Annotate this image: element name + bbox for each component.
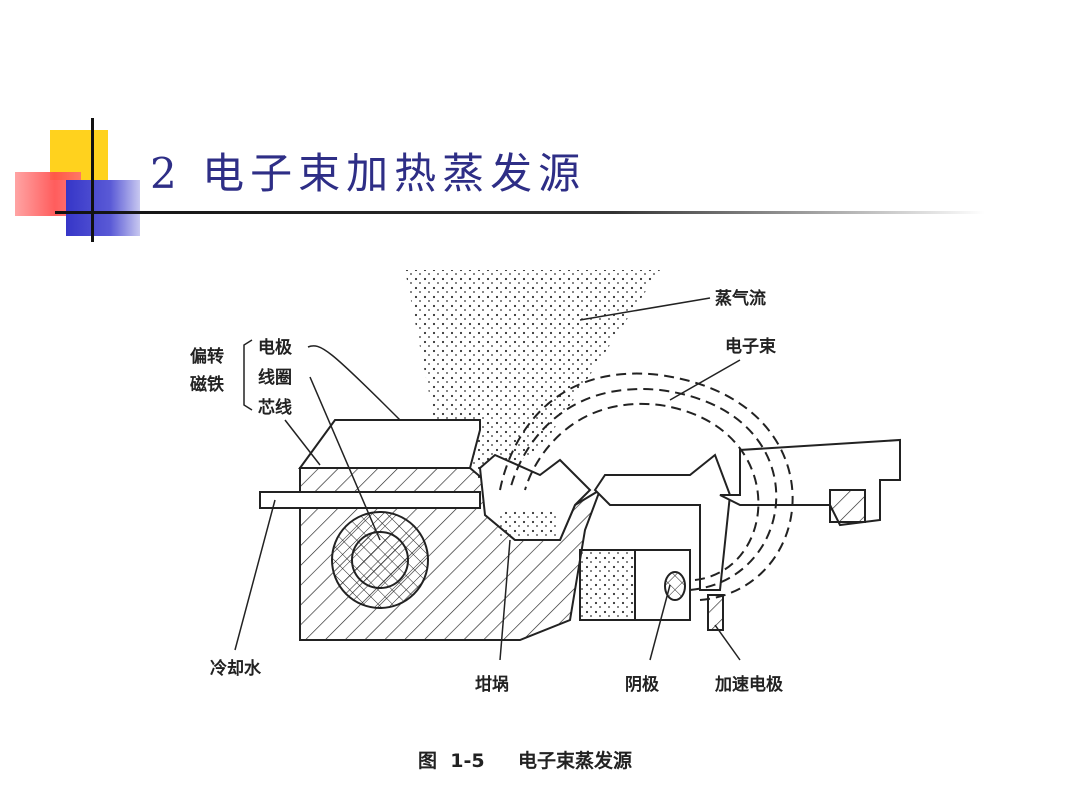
label-electron-beam: 电子束 (725, 336, 776, 357)
label-cathode: 阴极 (625, 675, 659, 695)
electron-beam-path (499, 372, 794, 601)
label-crucible: 坩埚 (475, 674, 509, 695)
label-accelerating-electrode: 加速电极 (714, 674, 783, 695)
figure-caption-text: 电子束蒸发源 (518, 749, 632, 772)
magnet-block (259, 419, 602, 641)
title-underline (55, 211, 985, 214)
leader-lines (234, 297, 741, 661)
figure-caption-number: 图 1-5 (418, 750, 485, 772)
title-decoration-vertical-line (91, 118, 94, 242)
title-decoration-blue (66, 180, 140, 236)
electron-beam-evaporation-source-diagram: 蒸气流 电子束 偏转 磁铁 电极 线圈 芯线 冷却水 坩埚 阴极 加速电极 图 … (190, 270, 901, 772)
label-electrode: 电极 (258, 337, 292, 358)
label-deflection-magnet-line1: 偏转 (190, 346, 224, 367)
label-coil: 线圈 (258, 367, 292, 388)
title-decoration-yellow (50, 130, 108, 180)
label-vapor-flow: 蒸气流 (715, 288, 766, 309)
label-cooling-water: 冷却水 (210, 658, 262, 679)
label-core-wire: 芯线 (258, 397, 292, 418)
slide-title: 2 电子束加热蒸发源 (150, 149, 587, 198)
cathode-assembly (579, 438, 901, 631)
label-deflection-magnet-line2: 磁铁 (190, 374, 224, 395)
